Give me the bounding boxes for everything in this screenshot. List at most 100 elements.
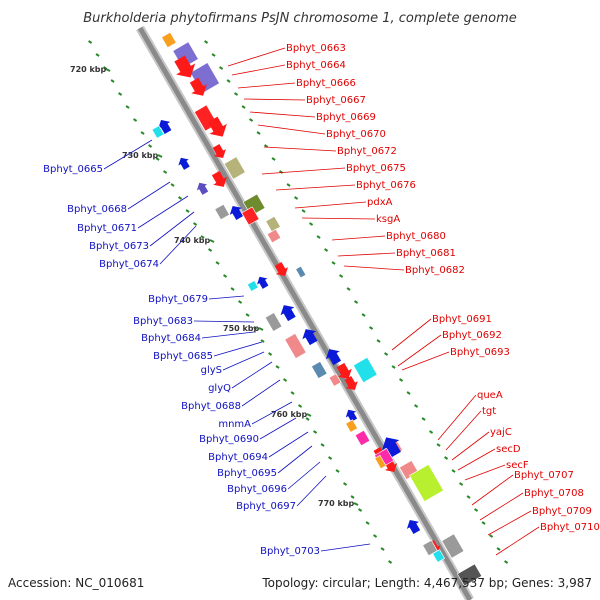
reverse-gene-label: glyS [201,365,222,376]
guide-tick [358,508,363,512]
guide-tick [320,443,325,447]
reverse-gene-leader [287,461,321,490]
guide-tick [354,300,359,304]
feature-block [441,533,465,559]
feature-block [374,454,387,470]
guide-tick [283,378,288,382]
feature-block [354,429,371,447]
forward-gene-arrow [174,55,196,78]
reverse-gene-leader [268,431,309,458]
forward-gene-label: Bphyt_0681 [396,248,456,259]
guide-tick [504,560,509,564]
guide-tick [275,365,280,369]
forward-gene-label: Bphyt_0710 [540,522,600,533]
guide-tick [459,482,464,486]
guide-tick [163,170,168,174]
guide-tick [215,261,220,265]
guide-tick [103,66,108,70]
gene-features [151,31,483,587]
guide-tick [226,79,231,83]
guide-tick [380,547,385,551]
guide-tick [369,326,374,330]
reverse-gene-leader [241,379,281,407]
gene-labels: Bphyt_0663Bphyt_0664Bphyt_0666Bphyt_0667… [43,43,600,557]
guide-tick [125,105,130,109]
forward-gene-leader [495,526,540,556]
reverse-gene-arrow [158,119,172,134]
forward-gene-leader [479,492,524,521]
feature-block [345,419,358,433]
reverse-gene-label: Bphyt_0683 [133,316,193,327]
map-title: Burkholderia phytofirmans PsJN chromosom… [83,11,517,26]
forward-gene-label: Bphyt_0675 [346,163,406,174]
reverse-gene-leader [159,225,197,265]
feature-block [241,206,260,226]
forward-gene-label: Bphyt_0709 [532,506,592,517]
forward-gene-arrow [207,116,227,137]
scale-mark-label: 770 kbp [318,499,355,508]
forward-gene-label: Bphyt_0676 [356,180,416,191]
scale-tick [258,327,264,331]
guide-tick [388,560,393,564]
guide-tick [234,92,239,96]
feature-block [457,563,483,587]
feature-block [151,125,165,139]
feature-block [328,373,342,387]
reverse-gene-leader [213,341,263,357]
forward-gene-label: yajC [490,427,512,438]
forward-gene-label: Bphyt_0680 [386,231,446,242]
guide-tick [241,105,246,109]
forward-gene-leader [249,111,316,118]
guide-tick [451,469,456,473]
reverse-gene-label: Bphyt_0697 [236,501,296,512]
forward-gene-leader [397,334,442,367]
reverse-gene-label: Bphyt_0679 [148,294,208,305]
forward-gene-leader [445,410,482,451]
scale-mark-label: 760 kbp [271,410,308,419]
guide-tick [223,274,228,278]
reverse-gene-leader [137,195,189,229]
guide-tick [95,53,100,57]
feature-block [432,549,445,563]
guide-tick [365,521,370,525]
forward-gene-leader [301,217,376,220]
label-leader-lines [103,47,540,556]
reverse-gene-leader [208,295,245,300]
forward-gene-leader [471,474,514,506]
feature-block [161,31,177,49]
guide-tick [170,183,175,187]
forward-gene-label: Bphyt_0666 [296,78,356,89]
guide-tick [271,157,276,161]
reverse-gene-label: Bphyt_0673 [89,241,149,252]
reverse-gene-leader [127,181,171,210]
guide-tick [88,40,93,44]
guide-tick [414,404,419,408]
forward-gene-label: Bphyt_0707 [514,470,574,481]
scale-tick [353,502,359,506]
feature-block [284,333,307,359]
reverse-gene-label: Bphyt_0696 [227,484,287,495]
scale-mark-label: 730 kbp [122,151,159,160]
guide-tick [339,274,344,278]
guide-tick [346,287,351,291]
forward-gene-arrow [212,144,226,159]
forward-gene-leader [227,47,286,67]
reverse-gene-arrow [196,182,209,195]
forward-gene-leader [261,167,346,175]
guide-tick [489,534,494,538]
guide-tick [474,508,479,512]
reverse-gene-leader [259,417,297,440]
reverse-gene-leader [296,475,327,507]
reverse-gene-label: Bphyt_0685 [153,351,213,362]
feature-block [264,312,283,332]
scale-tick [209,239,215,243]
guide-tick [301,209,306,213]
forward-gene-label: Bphyt_0669 [316,112,376,123]
forward-gene-label: Bphyt_0670 [326,129,386,140]
reverse-gene-label: Bphyt_0665 [43,164,103,175]
forward-gene-leader [487,510,532,536]
forward-gene-arrow [211,170,228,187]
guide-tick [324,248,329,252]
guide-tick [193,222,198,226]
